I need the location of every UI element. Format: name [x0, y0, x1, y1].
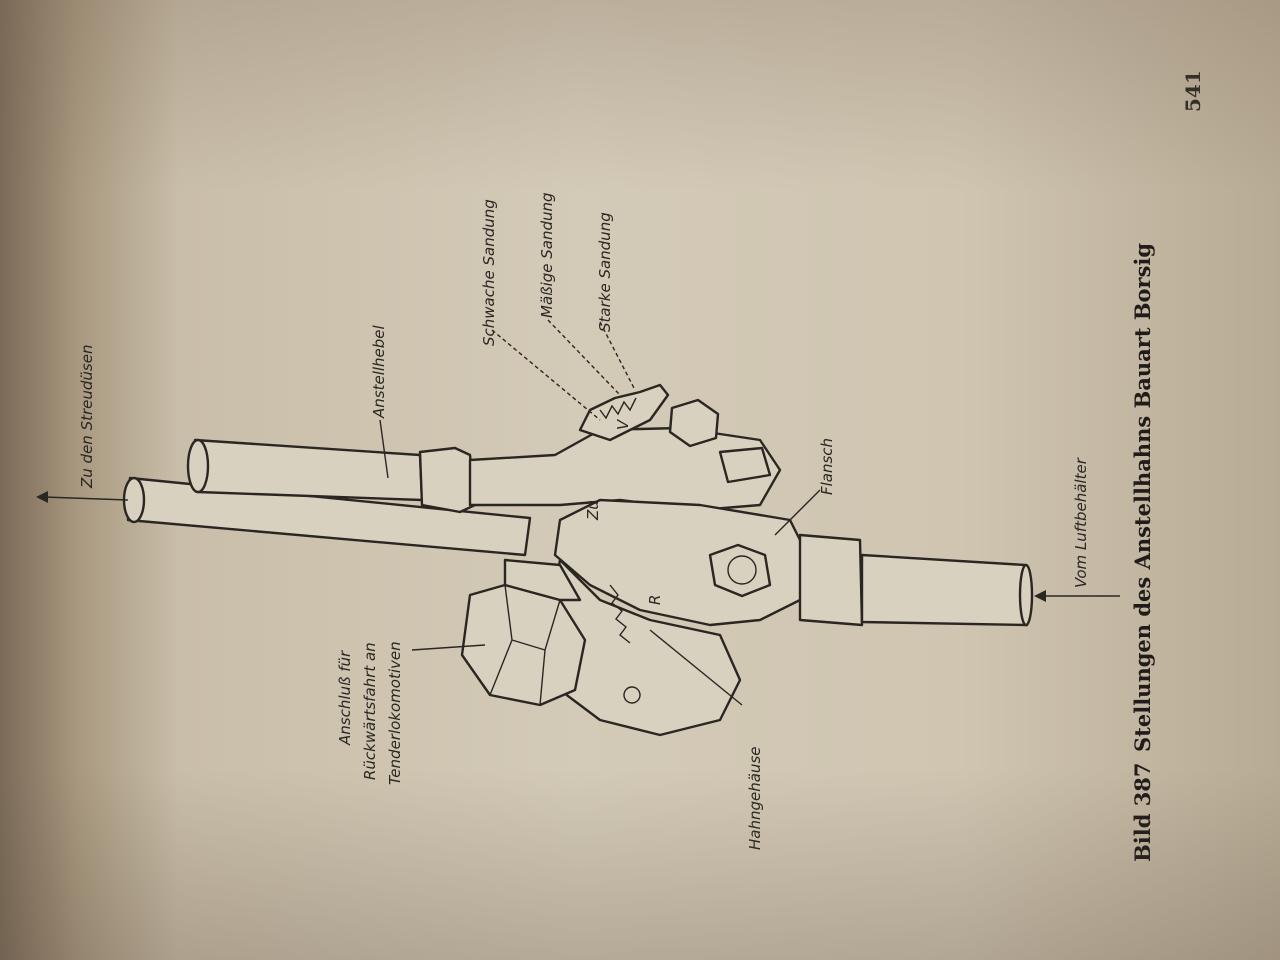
cap-facets	[489, 584, 561, 706]
housing-teeth	[609, 584, 631, 644]
valve-illustration	[122, 383, 1034, 737]
inlet-pipe-end	[1018, 563, 1034, 627]
label-flansch: Flansch	[818, 438, 836, 495]
inlet-union	[798, 533, 864, 627]
label-anschluss-line3: Tenderlokomotiven	[386, 641, 404, 785]
caption-text: Stellungen des Anstellhahns Bauart Borsi…	[1130, 243, 1155, 752]
leader-anschluss	[411, 644, 486, 651]
leader-starke	[599, 321, 636, 391]
leader-maessige	[547, 319, 621, 396]
label-anschluss-line2: Rückwärtsfahrt an	[361, 642, 379, 780]
label-zu-den-streuduesen: Zu den Streudüsen	[78, 345, 96, 489]
lever-grip	[193, 438, 424, 502]
label-vom-luftbehaelter: Vom Luftbehälter	[1072, 457, 1090, 588]
caption-number: Bild 387	[1130, 762, 1155, 862]
lever-grip-end	[186, 438, 210, 494]
figure-labels: Zu den Streudüsen Anstellhebel Schwache …	[78, 192, 1090, 850]
label-hahngehaeuse: Hahngehäuse	[746, 747, 764, 850]
label-maessige-sandung: Mäßige Sandung	[538, 192, 556, 318]
leader-anstellhebel	[379, 419, 389, 479]
lever-square-nut	[718, 446, 772, 484]
leader-hahngehaeuse	[649, 629, 743, 706]
mark-v: V	[614, 418, 632, 430]
inlet-arrowhead	[1034, 590, 1046, 602]
lever-collar	[418, 446, 477, 514]
inlet-pipe	[860, 553, 1029, 627]
upper-hex-nut	[668, 398, 720, 448]
label-anschluss-line1: Anschluß für	[336, 650, 354, 746]
outlet-arrowhead	[36, 491, 48, 503]
page-number: 541	[1181, 70, 1205, 112]
notch-teeth	[599, 397, 637, 420]
mark-r: R	[646, 595, 664, 605]
label-anstellhebel: Anstellhebel	[370, 324, 388, 419]
outlet-arrow-line	[43, 496, 129, 501]
caption: Bild 387 Stellungen des Anstellhahns Bau…	[1130, 243, 1155, 862]
housing-bore	[623, 686, 641, 704]
leader-schwache	[491, 329, 601, 421]
lower-hex-nut	[708, 543, 772, 598]
label-schwache-sandung: Schwache Sandung	[480, 199, 498, 346]
leader-lines	[36, 319, 1120, 706]
label-starke-sandung: Starke Sandung	[596, 212, 614, 332]
notch-segment	[578, 383, 670, 442]
cap-neck	[503, 558, 582, 602]
lower-nut-bore	[727, 555, 757, 585]
mark-zu: Zu	[584, 500, 602, 521]
leader-flansch	[774, 489, 821, 536]
